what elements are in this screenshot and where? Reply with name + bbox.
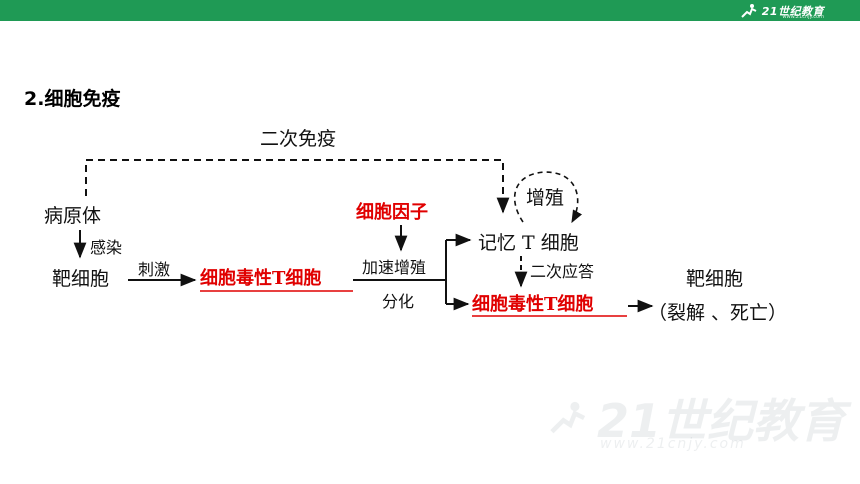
- lysis-death-label: （裂解 、死亡）: [648, 302, 788, 324]
- watermark-url: www.21cnjy.com: [600, 436, 746, 452]
- runner-icon: [740, 3, 757, 18]
- watermark-runner-icon: [550, 401, 586, 434]
- secondary-immunity-dashed-arrow: [85, 159, 510, 214]
- proliferation-loop-arrow: [513, 171, 583, 224]
- pathogen-label: 病原体: [44, 205, 102, 227]
- memory-t-cell-label: 记忆 T 细胞: [478, 232, 579, 254]
- section-title: 2.细胞免疫: [24, 88, 121, 110]
- brand-url: www.21cnjy.com: [782, 14, 824, 20]
- differentiation-label: 分化: [382, 292, 415, 311]
- stimulate-label: 刺激: [138, 260, 171, 279]
- secondary-immunity-label: 二次免疫: [260, 128, 337, 150]
- cytokine-label: 细胞因子: [356, 202, 428, 223]
- brand-logo: 21世纪教育: [739, 2, 824, 19]
- target-cell-label: 靶细胞: [52, 268, 110, 290]
- watermark: 21世纪教育: [545, 385, 845, 451]
- proliferation-label: 增殖: [526, 187, 565, 209]
- brand-text: 21世纪教育: [761, 4, 824, 18]
- cytotoxic-t-cell-label: 细胞毒性T细胞: [200, 268, 322, 289]
- watermark-text: 21世纪教育: [597, 394, 846, 448]
- header-bar: 21世纪教育 www.21cnjy.com: [0, 0, 860, 21]
- infect-label: 感染: [90, 238, 123, 257]
- cytotoxic-t-cell-2-label: 细胞毒性T细胞: [472, 294, 594, 315]
- accelerate-proliferation-label: 加速增殖: [362, 258, 427, 277]
- secondary-response-label: 二次应答: [530, 262, 595, 281]
- target-cell-2-label: 靶细胞: [686, 268, 744, 290]
